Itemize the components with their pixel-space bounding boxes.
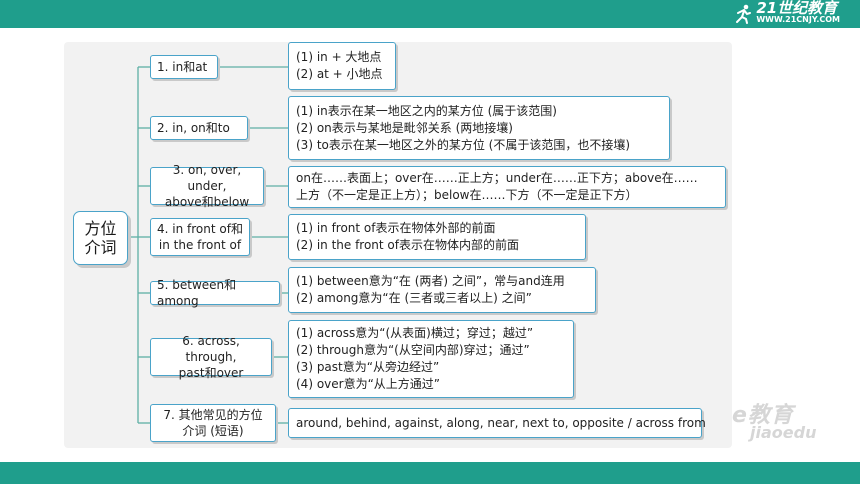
branch-label-text: 5. between和among <box>157 278 237 308</box>
detail-box-in-front-of: (1) in front of表示在物体外部的前面 (2) in the fro… <box>288 214 586 260</box>
branch-label-text: past和over <box>178 366 244 380</box>
detail-box-in-at: (1) in + 大地点 (2) at + 小地点 <box>288 42 396 90</box>
branch-label-in-front-of: 4. in front of和 in the front of <box>150 218 250 256</box>
root-node: 方位 介词 <box>73 211 128 265</box>
branch-label-in-at: 1. in和at <box>150 55 218 79</box>
watermark-logo: e教育 jiaoedu <box>732 397 842 447</box>
detail-line: (2) among意为“在 (三者或三者以上) 之间” <box>296 291 532 305</box>
branch-label-text: 7. 其他常见的方位 <box>163 408 263 422</box>
detail-line: (1) in表示在某一地区之内的某方位 (属于该范围) <box>296 103 557 118</box>
branch-label-across-through: 6. across, through, past和over <box>150 334 272 380</box>
brand-name: 21世纪教育 <box>756 0 838 17</box>
footer-bar <box>0 462 860 484</box>
detail-line: (1) between意为“在 (两者) 之间”，常与and连用 <box>296 274 565 288</box>
branch-label-on-over-under: 3. on, over, under, above和below <box>150 163 264 209</box>
watermark-text-bottom: jiaoedu <box>750 423 817 442</box>
detail-line: (1) in front of表示在物体外部的前面 <box>296 221 496 235</box>
detail-line: (2) at + 小地点 <box>296 67 383 81</box>
branch-label-text: 1. in和at <box>157 60 208 74</box>
detail-line: around, behind, against, along, near, ne… <box>296 415 706 430</box>
detail-line: (3) past意为“从旁边经过” <box>296 360 440 374</box>
detail-box-across-through: (1) across意为“(从表面)横过；穿过；越过” (2) through意… <box>288 320 574 398</box>
detail-box-between-among: (1) between意为“在 (两者) 之间”，常与and连用 (2) amo… <box>288 267 596 313</box>
detail-box-on-over-under: on在……表面上；over在……正上方；under在……正下方；above在……… <box>288 166 726 208</box>
detail-line: (2) in the front of表示在物体内部的前面 <box>296 238 520 252</box>
brand-url: WWW.21CNJY.COM <box>756 15 840 24</box>
header-bar: 21世纪教育 WWW.21CNJY.COM <box>0 0 860 28</box>
branch-label-in-on-to: 2. in, on和to <box>150 116 248 140</box>
branch-label-between-among: 5. between和among <box>150 278 280 308</box>
root-label-line2: 介词 <box>84 238 117 257</box>
branch-label-text: in the front of <box>158 238 242 252</box>
branch-label-text: 4. in front of和 <box>157 222 243 236</box>
detail-line: (3) to表示在某一地区之外的某方位 (不属于该范围，也不接壤) <box>296 137 631 152</box>
detail-line: (2) through意为“(从空间内部)穿过；通过” <box>296 343 530 357</box>
root-label-line1: 方位 <box>84 219 117 238</box>
detail-line: 上方（不一定是正上方）；below在……下方（不一定是正下方） <box>296 188 638 202</box>
branch-label-text: 6. across, through, <box>182 334 240 364</box>
detail-box-in-on-to: (1) in表示在某一地区之内的某方位 (属于该范围) (2) on表示与某地是… <box>288 96 670 160</box>
branch-label-other-prepositions: 7. 其他常见的方位 介词 (短语) <box>150 404 276 442</box>
detail-line: (1) in + 大地点 <box>296 50 382 64</box>
brand-logo: 21世纪教育 WWW.21CNJY.COM <box>734 0 840 25</box>
runner-icon <box>736 4 752 24</box>
detail-line: on在……表面上；over在……正上方；under在……正下方；above在…… <box>296 171 698 185</box>
branch-label-text: 介词 (短语) <box>182 424 244 438</box>
branch-label-text: above和below <box>164 195 250 209</box>
detail-box-other-prepositions: around, behind, against, along, near, ne… <box>288 408 706 438</box>
branch-label-text: 3. on, over, under, <box>172 163 242 193</box>
detail-line: (1) across意为“(从表面)横过；穿过；越过” <box>296 326 534 340</box>
detail-line: (4) over意为“从上方通过” <box>296 377 441 391</box>
watermark-text-top: e教育 <box>732 403 794 428</box>
detail-line: (2) on表示与某地是毗邻关系 (两地接壤) <box>296 120 513 135</box>
branch-label-text: 2. in, on和to <box>157 121 230 135</box>
